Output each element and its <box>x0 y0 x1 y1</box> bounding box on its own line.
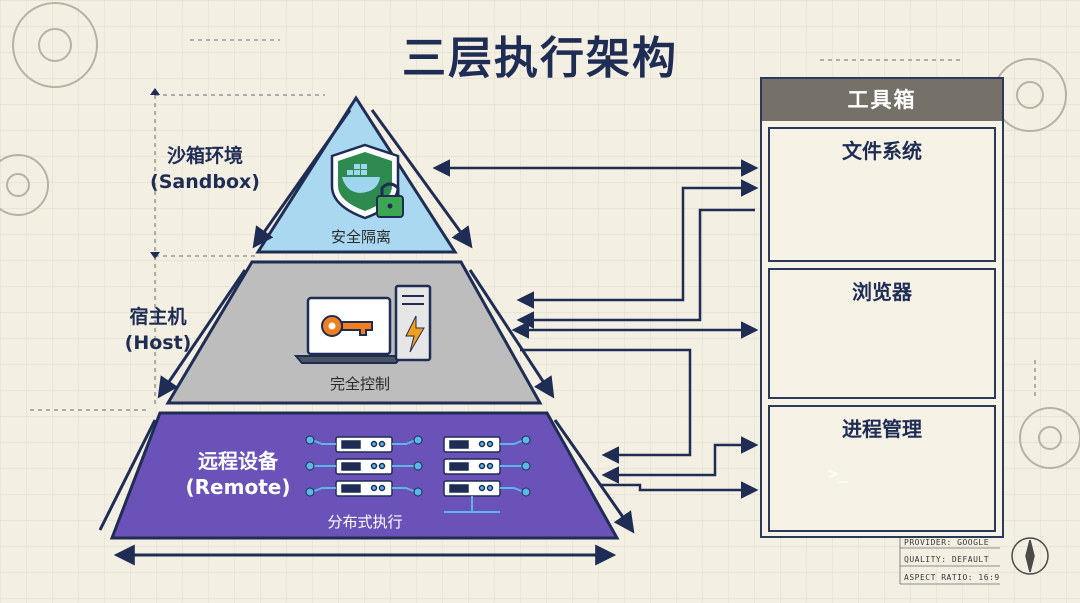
tier-subname: (Sandbox) <box>150 171 260 193</box>
panel-process-management[interactable]: 进程管理 <box>768 405 996 532</box>
toolbox: 工具箱 文件系统 浏览器 进程管理 <box>760 77 1004 538</box>
panel-file-system[interactable]: 文件系统 <box>768 127 996 262</box>
tier-caption-remote: 分布式执行 <box>327 513 403 531</box>
terminal-prompt: >_ <box>828 464 848 483</box>
meta-aspect-ratio: ASPECT RATIO: 16:9 <box>904 573 1000 582</box>
tier-name: 沙箱环境 <box>166 145 243 167</box>
panel-title: 文件系统 <box>842 139 922 163</box>
pyramid-edge-arrows <box>98 109 635 566</box>
meta-provider: PROVIDER: GOOGLE <box>904 538 990 547</box>
dimension-guides <box>30 39 1036 411</box>
panel-title: 浏览器 <box>852 280 912 304</box>
server-rack-icon <box>305 435 531 513</box>
tier-subname: (Host) <box>124 332 192 354</box>
lock-icon <box>376 182 404 218</box>
page-title: 三层执行架构 <box>402 33 678 84</box>
tier-subname: (Remote) <box>185 475 291 499</box>
meta-box <box>899 535 1000 585</box>
tier-caption-sandbox: 安全隔离 <box>330 228 391 246</box>
meta-quality: QUALITY: DEFAULT <box>904 555 990 564</box>
panel-title: 进程管理 <box>842 417 922 441</box>
gear-icon <box>0 2 1080 469</box>
laptop-key-icon <box>293 296 405 364</box>
tier-name: 宿主机 <box>129 306 187 328</box>
tier-caption-host: 完全控制 <box>329 375 390 393</box>
connector-arrows <box>432 159 759 499</box>
tier-label-host: 宿主机 (Host) <box>98 304 218 356</box>
tier-name: 远程设备 <box>198 449 278 473</box>
server-power-icon <box>394 284 432 362</box>
tier-label-remote: 远程设备 (Remote) <box>176 448 300 500</box>
compass-icon <box>1011 537 1049 575</box>
guide-arrows <box>150 88 160 259</box>
panel-browser[interactable]: 浏览器 <box>768 268 996 399</box>
toolbox-title: 工具箱 <box>762 79 1002 121</box>
tier-label-sandbox: 沙箱环境 (Sandbox) <box>150 143 260 195</box>
